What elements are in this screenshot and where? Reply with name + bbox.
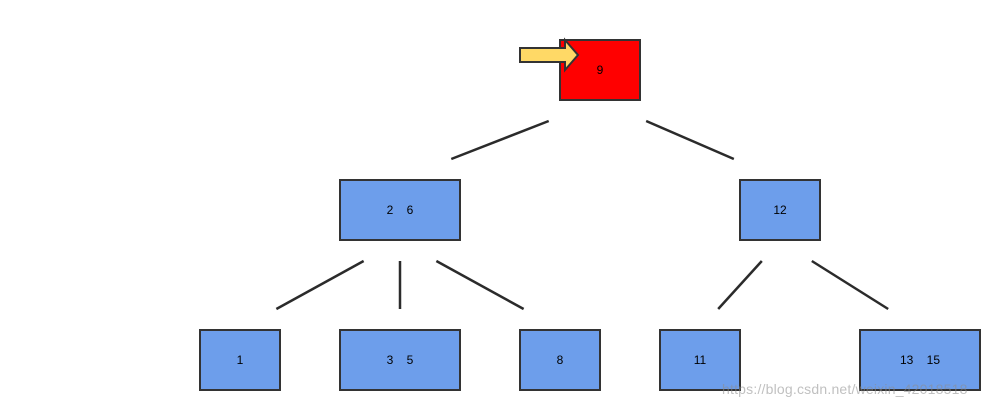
watermark: https://blog.csdn.net/weixin_42018518: [722, 381, 968, 397]
edge-n12-n11: [717, 260, 763, 310]
node-13-15: 13 15: [859, 329, 981, 391]
arrow-right-icon: [519, 37, 580, 73]
node-12: 12: [739, 179, 821, 241]
edge-n9-n12: [645, 119, 735, 161]
edge-n12-n13_15: [811, 259, 889, 311]
node-8: 8: [519, 329, 601, 391]
node-3-5: 3 5: [339, 329, 461, 391]
node-2-6: 2 6: [339, 179, 461, 241]
edge-n2_6-n8: [435, 259, 525, 311]
edge-n2_6-n1: [275, 259, 365, 311]
node-11: 11: [659, 329, 741, 391]
edge-n9-n2_6: [450, 119, 550, 161]
node-1: 1: [199, 329, 281, 391]
